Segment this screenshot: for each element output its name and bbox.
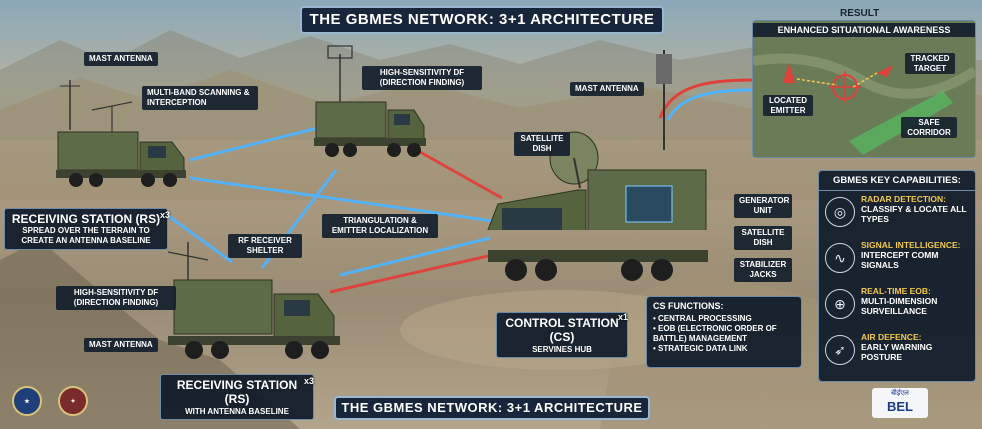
rs1-mast-antenna-label: MAST ANTENNA [84,52,158,66]
rs1-title: RECEIVING STATION (RS) [11,212,161,226]
radar-icon: ◎ [825,197,855,227]
rs3-title-box: RECEIVING STATION (RS) WITH ANTENNA BASE… [160,374,314,421]
link-rs1-rs2 [189,126,319,162]
rs-truck-top-center [314,45,426,157]
capability-row: ➶ AIR DEFENCE:EARLY WARNING POSTURE [825,332,969,373]
result-panel: ENHANCED SITUATIONAL AWARENESS LOCATED E… [752,20,976,158]
rs1-multiplier: x3 [160,210,171,220]
capability-desc: INTERCEPT COMM SIGNALS [861,249,939,270]
link-rs2-cs [419,150,503,200]
capability-row: ⊕ REAL-TIME EOB:MULTI-DIMENSION SURVEILL… [825,286,969,327]
cs-functions-panel: CS FUNCTIONS: • CENTRAL PROCESSING • EOB… [646,296,802,368]
capability-desc: CLASSIFY & LOCATE ALL TYPES [861,203,967,224]
link-rs1-cs [189,176,501,224]
footer-title: THE GBMES NETWORK: 3+1 ARCHITECTURE [334,396,650,420]
cs-title: CONTROL STATION (CS) [505,316,619,345]
rs3-shelter-label: RF RECEIVER SHELTER [228,234,302,258]
bel-logo-text: BEL [887,399,913,414]
cs-satellite-dish-label-2: SATELLITE DISH [734,226,792,250]
rs2-df-label: HIGH-SENSITIVITY DF (DIRECTION FINDING) [362,66,482,90]
header-title: THE GBMES NETWORK: 3+1 ARCHITECTURE [300,6,664,34]
result-title: ENHANCED SITUATIONAL AWARENESS [753,23,975,37]
emblem-logo-right: ✦ [58,386,88,416]
cs-satellite-dish-label: SATELLITE DISH [514,132,570,156]
rs-truck-top-left [56,80,186,187]
cs-subtitle: SERVINES HUB [532,344,592,354]
cs-truck [487,50,707,230]
located-emitter-label: LOCATED EMITTER [763,95,813,117]
cs-multiplier: x1 [618,312,629,322]
rs3-mast-antenna-label: MAST ANTENNA [84,338,158,352]
capability-desc: MULTI-DIMENSION SURVEILLANCE [861,295,938,316]
bel-logo-hindi: बीईएल [891,389,909,397]
cs-function-item: • STRATEGIC DATA LINK [653,344,748,354]
capability-title: RADAR DETECTION: [861,194,946,204]
link-rs3-cs [339,236,491,277]
result-label: RESULT [840,8,880,19]
capability-title: REAL-TIME EOB: [861,286,931,296]
triangulation-label: TRIANGULATION & EMITTER LOCALIZATION [322,214,438,238]
emblem-logo-left: ★ [12,386,42,416]
safe-corridor-label: SAFE CORRIDOR [901,117,957,139]
cs-mast-antenna-label: MAST ANTENNA [570,82,644,96]
cs-stabilizer-label: STABILIZER JACKS [734,258,792,282]
rs3-title: RECEIVING STATION (RS) [176,378,298,407]
cs-truck-wheels [488,250,708,281]
capability-desc: EARLY WARNING POSTURE [861,341,933,362]
link-cs-result-blue [666,88,753,121]
globe-icon: ⊕ [825,289,855,319]
cs-title-box: CONTROL STATION (CS) SERVINES HUB [496,312,628,359]
rs1-scanning-label: MULTI-BAND SCANNING & INTERCEPTION [142,86,258,110]
link-rs3-cs-red [329,254,489,294]
cs-function-item: • EOB (ELECTRONIC ORDER OF BATTLE) MANAG… [653,324,777,344]
capabilities-title: GBMES KEY CAPABILITIES: [819,171,975,191]
missile-icon: ➶ [825,335,855,365]
cs-function-item: • CENTRAL PROCESSING [653,314,752,324]
signal-icon: ∿ [825,243,855,273]
rs1-subtitle: SPREAD OVER THE TERRAIN TO CREATE AN ANT… [21,226,151,245]
cs-functions-title: CS FUNCTIONS: [653,301,724,311]
tracked-target-label: TRACKED TARGET [905,53,955,75]
link-rs1-rs3 [159,208,233,264]
capability-title: SIGNAL INTELLIGENCE: [861,240,961,250]
rs3-subtitle: WITH ANTENNA BASELINE [185,406,289,416]
rs1-title-box: RECEIVING STATION (RS) SPREAD OVER THE T… [4,208,168,250]
capability-row: ∿ SIGNAL INTELLIGENCE:INTERCEPT COMM SIG… [825,240,969,281]
cs-generator-label: GENERATOR UNIT [734,194,792,218]
bel-logo: बीईएल BEL [872,388,928,418]
capability-title: AIR DEFENCE: [861,332,922,342]
rs3-multiplier: x3 [304,376,315,386]
rs3-df-label: HIGH-SENSITIVITY DF (DIRECTION FINDING) [56,286,176,310]
capability-row: ◎ RADAR DETECTION:CLASSIFY & LOCATE ALL … [825,194,969,235]
capabilities-panel: GBMES KEY CAPABILITIES: ◎ RADAR DETECTIO… [818,170,976,382]
